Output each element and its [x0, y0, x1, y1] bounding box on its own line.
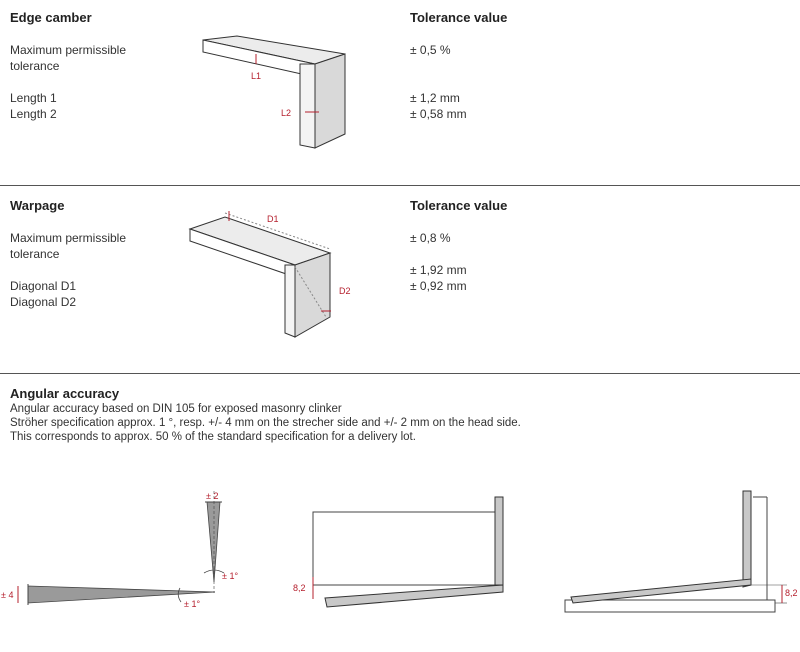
angular-line-2: Ströher specification approx. 1 °, resp.…	[10, 417, 521, 429]
brick-vertical-leg	[742, 490, 752, 588]
angular-tilt-bottom-figure: 8,2	[293, 496, 504, 608]
edge-camber-tolerance-heading: Tolerance value	[410, 10, 508, 25]
l1-label: L1	[251, 71, 261, 81]
angle-arc-horizontal	[177, 587, 182, 603]
reference-rectangle	[312, 511, 499, 586]
offset-right-label: 8,2	[785, 588, 798, 598]
d1-diagonal	[224, 212, 331, 250]
edge-camber-max-value: ± 0,5 %	[410, 43, 451, 57]
offset-left-label: 8,2	[293, 583, 306, 593]
pm1deg-horizontal-label: ± 1°	[184, 599, 200, 609]
angular-wedge-figure: ± 4 ± 2 ± 1° ± 1°	[1, 491, 238, 609]
angular-line-3: This corresponds to approx. 50 % of the …	[10, 431, 416, 443]
angular-heading: Angular accuracy	[10, 386, 120, 401]
angular-line-1: Angular accuracy based on DIN 105 for ex…	[10, 403, 342, 415]
base-slab	[564, 599, 776, 613]
warpage-max-label: Maximum permissible tolerance	[10, 231, 127, 261]
warpage-heading: Warpage	[10, 198, 65, 213]
edge-camber-length2-value: ± 0,58 mm	[410, 107, 467, 121]
edge-camber-heading: Edge camber	[10, 10, 92, 25]
edge-camber-length2-label: Length 2	[10, 107, 57, 121]
brick-leg-front	[299, 63, 316, 149]
d1-label: D1	[267, 214, 279, 224]
section-divider-2	[0, 373, 800, 374]
warpage-max-value: ± 0,8 %	[410, 231, 451, 245]
pm2-label: ± 2	[206, 491, 218, 501]
brick-tilted-bottom	[570, 578, 752, 604]
d2-label: D2	[339, 286, 351, 296]
warpage-tolerance-heading: Tolerance value	[410, 198, 508, 213]
section-divider-1	[0, 185, 800, 186]
brick-tilted-bottom	[324, 584, 504, 608]
brick-leg-front	[284, 264, 296, 338]
edge-camber-max-label: Maximum permissible tolerance	[10, 43, 127, 73]
warpage-diagonal1-value: ± 1,92 mm	[410, 263, 467, 277]
pm4-label: ± 4	[1, 590, 13, 600]
warpage-brick-figure: D1 D2	[188, 211, 351, 338]
angular-tilt-right-figure: 8,2	[564, 490, 798, 613]
d2-diagonal	[294, 266, 327, 318]
edge-camber-length1-label: Length 1	[10, 91, 57, 105]
edge-camber-length1-value: ± 1,2 mm	[410, 91, 460, 105]
brick-leg-side	[314, 53, 346, 149]
edge-camber-brick-figure: L1 L2	[202, 35, 346, 149]
angle-arc-vertical	[203, 569, 225, 574]
warpage-diagonal1-label: Diagonal D1	[10, 279, 77, 293]
l2-label: L2	[281, 108, 291, 118]
pm1deg-vertical-label: ± 1°	[222, 571, 238, 581]
warpage-diagonal2-value: ± 0,92 mm	[410, 279, 467, 293]
brick-vertical-leg	[494, 496, 504, 586]
warpage-diagonal2-label: Diagonal D2	[10, 295, 77, 309]
